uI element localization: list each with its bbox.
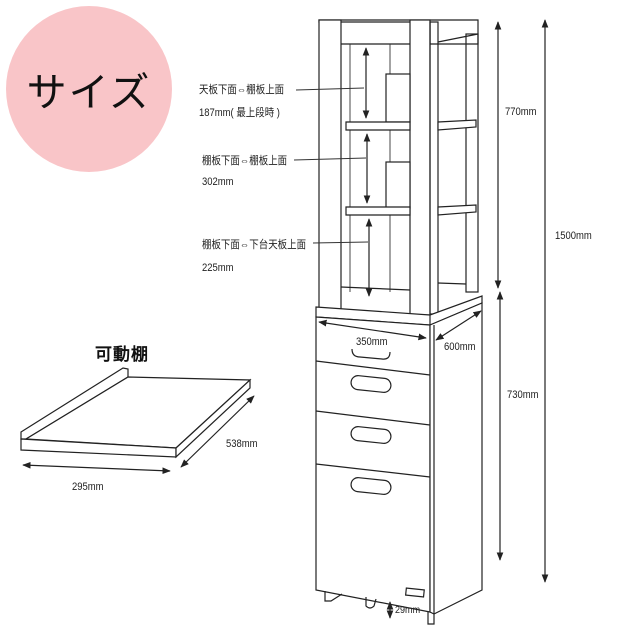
- callout-1-title: 天板下面⇔棚板上面: [199, 84, 285, 96]
- shelf-width-arrow: [22, 461, 171, 475]
- movable-shelf-title: 可動棚: [95, 345, 149, 365]
- size-badge-label: サイズ: [26, 70, 152, 116]
- width-arrow: [318, 319, 427, 341]
- shelf-depth-arrow: [180, 395, 255, 468]
- callout-2-value: 302mm: [202, 176, 234, 188]
- depth-label: 600mm: [444, 341, 476, 353]
- callout-3-value: 225mm: [202, 262, 234, 274]
- callout-2-title: 棚板下面⇔棚板上面: [202, 155, 288, 167]
- total-height-label: 1500mm: [555, 230, 592, 242]
- upper-shelf-unit: [318, 19, 479, 316]
- lower-height-label: 730mm: [507, 389, 539, 401]
- callout-1-value: 187mm( 最上段時 ): [199, 107, 280, 119]
- movable-shelf-width-label: 295mm: [72, 481, 104, 493]
- callout-leader-1: [295, 87, 365, 91]
- upper-height-label: 770mm: [505, 106, 537, 118]
- callout-leader-2: [293, 157, 367, 161]
- callout-leader-3: [312, 241, 369, 244]
- callout-3-title: 棚板下面⇔下台天板上面: [202, 239, 307, 251]
- caster-clearance-label: 29mm: [395, 604, 421, 616]
- size-badge: サイズ: [6, 6, 172, 172]
- depth-arrow: [435, 310, 482, 341]
- movable-shelf-drawing: [20, 367, 252, 459]
- width-label: 350mm: [356, 336, 388, 348]
- movable-shelf-depth-label: 538mm: [226, 438, 258, 450]
